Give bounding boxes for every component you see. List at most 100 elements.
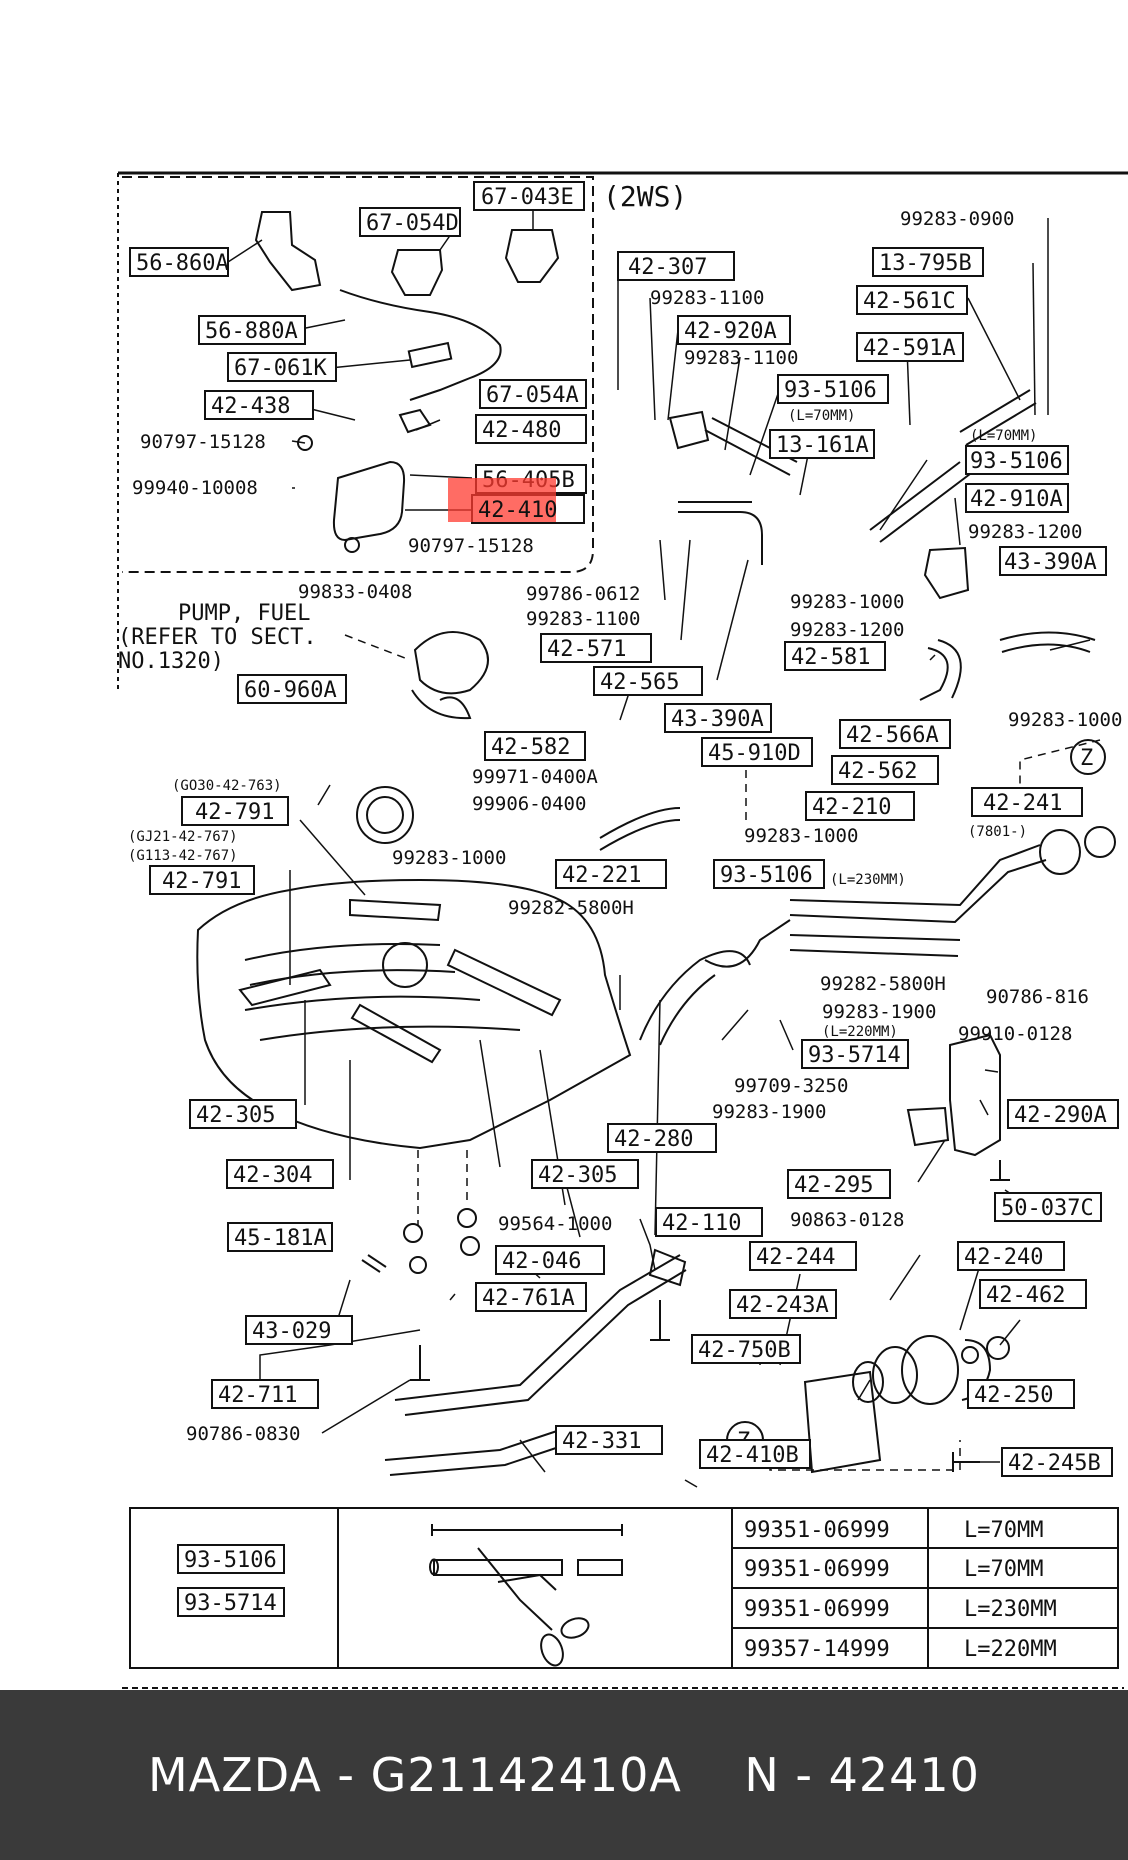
part-callout[interactable]: 42-561C — [856, 285, 968, 315]
part-callout[interactable]: 43-029 — [245, 1315, 353, 1345]
release-cable-drawing — [339, 289, 502, 401]
part-callout[interactable]: 42-295 — [787, 1169, 891, 1199]
part-callout[interactable]: 42-244 — [749, 1241, 857, 1271]
bolt-drawing — [952, 1452, 980, 1472]
part-callout[interactable]: 42-250 — [967, 1379, 1075, 1409]
part-note: 99283-1000 — [1008, 709, 1122, 731]
part-callout[interactable]: 42-280 — [607, 1123, 717, 1153]
part-callout[interactable]: 42-438 — [204, 390, 314, 420]
part-number-label: 42-046 — [502, 1249, 581, 1274]
return-hose-drawing — [704, 919, 791, 968]
part-callout[interactable]: 42-307 — [617, 251, 735, 281]
part-note: (G113-42-767) — [128, 848, 238, 864]
part-callout[interactable]: 42-480 — [475, 414, 587, 444]
table-part-no: 99351-06999 — [744, 1557, 890, 1582]
lid-hinge-drawing — [398, 408, 432, 434]
part-callout[interactable]: 42-711 — [211, 1379, 319, 1409]
part-callout[interactable]: 42-571 — [540, 633, 652, 663]
part-callout[interactable]: 93-5714 — [801, 1039, 909, 1069]
part-callout[interactable]: 42-290A — [1007, 1099, 1119, 1129]
part-callout[interactable]: 42-304 — [226, 1159, 334, 1189]
part-callout[interactable]: 93-5106 — [777, 374, 889, 404]
part-callouts: 56-860A 67-054D 67-043E 56-880A 67-061K … — [129, 181, 1119, 1477]
part-callout[interactable]: 43-390A — [999, 546, 1107, 576]
part-note: 90797-15128 — [140, 431, 266, 453]
table-length: L=70MM — [964, 1557, 1043, 1582]
part-callout[interactable]: 45-181A — [227, 1222, 333, 1252]
part-callout[interactable]: 67-054A — [479, 379, 587, 409]
parts-drawing — [196, 211, 1116, 1476]
part-callout[interactable]: 93-5106 — [965, 445, 1069, 475]
fuel-lid-drawing — [332, 460, 406, 542]
part-number-label: 42-910A — [970, 487, 1063, 512]
part-callout-highlighted[interactable]: 42-410 — [448, 478, 585, 524]
part-callout[interactable]: 42-920A — [677, 315, 791, 345]
part-note: (L=70MM) — [970, 428, 1037, 444]
fuel-tank-drawing — [196, 878, 632, 1150]
part-callout[interactable]: 60-960A — [237, 674, 347, 704]
vent-hose-drawing — [869, 461, 971, 543]
lid-screw-drawing — [297, 435, 313, 451]
tank-strap-pad-drawing — [350, 1003, 442, 1064]
bolt-drawing — [650, 1300, 670, 1341]
part-number-label: 42-290A — [1014, 1103, 1107, 1128]
part-callout[interactable]: 42-562 — [831, 755, 939, 785]
part-callout[interactable]: 56-880A — [198, 315, 306, 345]
part-number-label: 93-5714 — [184, 1591, 277, 1616]
part-callout[interactable]: 42-750B — [691, 1334, 801, 1364]
part-callout[interactable]: 67-043E — [473, 181, 585, 211]
part-callout[interactable]: 42-462 — [979, 1279, 1087, 1309]
part-callout[interactable]: 67-054D — [359, 207, 461, 237]
part-callout[interactable]: 45-910D — [701, 737, 813, 767]
part-callout[interactable]: 42-305 — [189, 1099, 297, 1129]
part-note: 99786-0612 — [526, 583, 640, 605]
part-note: 99283-1000 — [790, 591, 904, 613]
part-callout[interactable]: 93-5106 — [713, 859, 825, 889]
part-callout[interactable]: 42-210 — [805, 791, 915, 821]
part-caption: MAZDA - G21142410A N - 42410 — [148, 1748, 980, 1802]
filler-seal-drawing — [901, 1335, 959, 1405]
part-number-label: 42-582 — [491, 735, 570, 760]
part-note: 99282-5800H — [820, 973, 946, 995]
part-note: 99283-1200 — [790, 619, 904, 641]
part-callout[interactable]: 42-581 — [784, 641, 886, 671]
part-callout[interactable]: 42-331 — [555, 1425, 663, 1455]
highlight-marker — [448, 478, 556, 522]
part-note: (L=70MM) — [788, 408, 855, 424]
part-callout[interactable]: 42-305 — [531, 1159, 639, 1189]
part-number-label: 42-571 — [547, 637, 626, 662]
part-callout[interactable]: 56-860A — [129, 247, 229, 277]
part-callout[interactable]: 42-245B — [1001, 1447, 1113, 1477]
part-callout[interactable]: 42-241 — [971, 787, 1083, 817]
part-callout[interactable]: 13-795B — [872, 247, 984, 277]
table-part-no: 99351-06999 — [744, 1518, 890, 1543]
part-callout[interactable]: 13-161A — [769, 429, 875, 459]
part-callout[interactable]: 67-061K — [227, 352, 337, 382]
table-length: L=70MM — [964, 1518, 1043, 1543]
table-part-callout[interactable]: 93-5714 — [177, 1587, 285, 1617]
part-callout[interactable]: 42-565 — [593, 666, 703, 696]
part-callout[interactable]: 42-582 — [484, 731, 586, 761]
part-callout[interactable]: 42-110 — [655, 1207, 763, 1237]
part-callout[interactable]: 42-591A — [856, 332, 964, 362]
part-callout[interactable]: 42-910A — [965, 483, 1069, 513]
bolt-drawing — [410, 1345, 430, 1381]
part-number-label: 67-061K — [234, 356, 327, 381]
part-callout[interactable]: 43-390A — [664, 703, 772, 733]
part-callout[interactable]: 42-046 — [495, 1245, 605, 1275]
table-part-no: 99357-14999 — [744, 1637, 890, 1662]
part-number-label: 42-110 — [662, 1211, 741, 1236]
part-callout[interactable]: 42-410B — [699, 1439, 811, 1469]
part-note: 90786-0830 — [186, 1423, 300, 1445]
part-callout[interactable]: 42-243A — [729, 1289, 837, 1319]
part-note: 99283-1100 — [684, 347, 798, 369]
part-callout[interactable]: 42-761A — [475, 1282, 587, 1312]
part-callout[interactable]: 50-037C — [994, 1192, 1102, 1222]
part-callout[interactable]: 42-791 — [149, 865, 255, 895]
table-part-callout[interactable]: 93-5106 — [177, 1544, 285, 1574]
part-callout[interactable]: 42-566A — [839, 719, 951, 749]
part-callout[interactable]: 42-791 — [181, 796, 289, 826]
part-number-label: 42-305 — [196, 1103, 275, 1128]
part-callout[interactable]: 42-240 — [957, 1241, 1065, 1271]
part-callout[interactable]: 42-221 — [555, 859, 667, 889]
